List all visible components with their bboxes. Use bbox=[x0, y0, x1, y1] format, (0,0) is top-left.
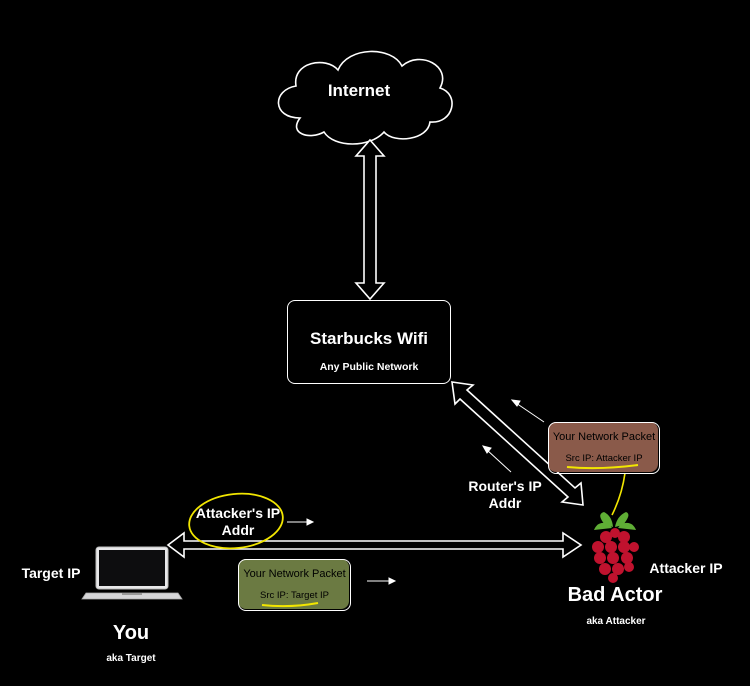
router-ip-line2: Addr bbox=[488, 495, 522, 511]
wifi-subtitle: Any Public Network bbox=[319, 361, 419, 373]
target-packet-title: Your Network Packet bbox=[243, 568, 346, 580]
target-packet-src: Src IP: Target IP bbox=[260, 590, 329, 601]
you-attacker-link-arrow bbox=[166, 531, 583, 559]
target-ip-highlight-underline bbox=[261, 602, 319, 608]
attacker-packet-connector bbox=[611, 472, 626, 516]
wifi-title: Starbucks Wifi bbox=[310, 329, 428, 348]
attacker-packet-bg bbox=[548, 422, 658, 472]
target-packet: Your Network Packet Src IP: Target IP bbox=[238, 559, 351, 611]
laptop-icon bbox=[81, 546, 183, 600]
attacker-ip-highlight-underline bbox=[566, 464, 639, 470]
bad-actor-aka: aka Attacker bbox=[586, 616, 646, 627]
attacker-ip-addr-label: Attacker's IP Addr bbox=[190, 505, 286, 539]
attacker-ip-arrow bbox=[287, 518, 315, 526]
internet-wifi-link-arrow bbox=[354, 138, 386, 301]
internet-label: Internet bbox=[327, 81, 391, 100]
internet-cloud bbox=[277, 50, 453, 145]
packet-flow-arrow-to-router bbox=[510, 399, 545, 423]
router-ip-label: Router's IP Addr bbox=[462, 478, 548, 512]
attacker-ip-addr-line1: Attacker's IP bbox=[195, 505, 281, 521]
attacker-ip-label: Attacker IP bbox=[649, 560, 723, 576]
you-name: You bbox=[112, 622, 150, 644]
starbucks-wifi-node: Starbucks Wifi Any Public Network bbox=[287, 300, 451, 384]
attacker-ip-addr-line2: Addr bbox=[221, 522, 255, 538]
target-ip-label: Target IP bbox=[21, 565, 81, 581]
raspberry-pi-icon bbox=[592, 512, 639, 583]
router-ip-line1: Router's IP bbox=[468, 478, 542, 494]
router-ip-arrow bbox=[481, 445, 512, 473]
target-packet-bg bbox=[238, 559, 349, 609]
attacker-packet-src: Src IP: Attacker IP bbox=[565, 453, 643, 464]
attacker-packet: Your Network Packet Src IP: Attacker IP bbox=[548, 422, 660, 474]
attacker-ip-addr-circle bbox=[188, 492, 284, 550]
wifi-attacker-link-arrow bbox=[451, 381, 584, 506]
bad-actor-name: Bad Actor bbox=[567, 584, 663, 606]
attacker-packet-title: Your Network Packet bbox=[552, 431, 656, 443]
you-aka: aka Target bbox=[106, 653, 156, 664]
target-packet-flow-arrow bbox=[367, 577, 397, 585]
